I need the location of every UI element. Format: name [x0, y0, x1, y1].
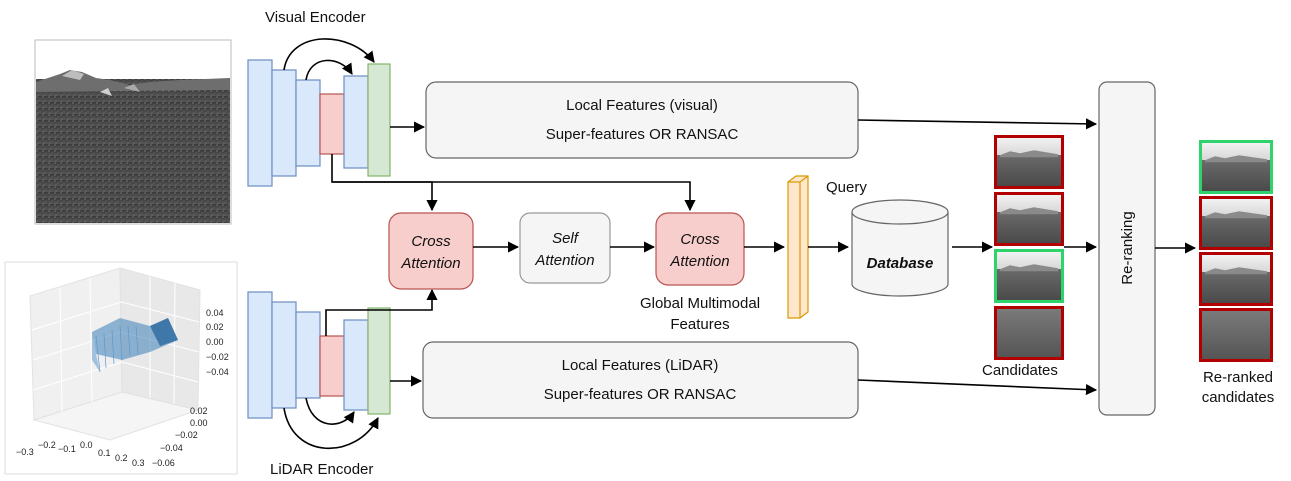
z-tick: −0.04 — [206, 367, 229, 377]
y-tick: −0.04 — [160, 443, 183, 453]
reranking-block: Re-ranking — [1098, 81, 1156, 416]
database-label: Database — [867, 255, 934, 272]
x-tick: −0.2 — [38, 440, 56, 450]
x-tick: 0.1 — [98, 448, 111, 458]
encoder-output — [367, 63, 391, 177]
encoder-layer — [295, 311, 321, 399]
candidate-list — [994, 135, 1064, 360]
point-cloud — [92, 318, 178, 373]
candidate-thumbnail-red — [1199, 196, 1273, 250]
cross-attention-2-line2: Attention — [669, 253, 729, 270]
encoder-layer — [295, 79, 321, 167]
x-tick: −0.3 — [16, 447, 34, 457]
candidate-thumbnail-red — [994, 135, 1064, 189]
x-tick: 0.2 — [115, 453, 128, 463]
cross-attention-1-line2: Attention — [400, 255, 460, 272]
encoder-layer — [247, 291, 273, 419]
global-features-line2: Features — [670, 316, 729, 333]
self-attention-line1: Self — [552, 230, 580, 247]
candidate-thumbnail-green — [1199, 140, 1273, 194]
candidate-thumbnail-red — [1199, 308, 1273, 362]
cross-attention-2: Cross Attention — [655, 212, 745, 286]
visual-input-image — [34, 39, 232, 225]
encoder-output — [367, 307, 391, 415]
candidates-label: Candidates — [982, 362, 1058, 379]
y-ticks: 0.02 0.00 −0.02 −0.04 −0.06 — [152, 406, 208, 468]
visual-encoder-title: Visual Encoder — [265, 9, 366, 26]
reranked-candidate-list — [1199, 140, 1273, 362]
y-tick: 0.02 — [190, 406, 208, 416]
encoder-layer — [247, 59, 273, 187]
reranking-label: Re-ranking — [1119, 211, 1136, 284]
y-tick: −0.06 — [152, 458, 175, 468]
self-attention: Self Attention — [519, 212, 611, 284]
x-tick: −0.1 — [58, 444, 76, 454]
candidate-thumbnail-red — [994, 306, 1064, 360]
local-features-lidar-method: Super-features OR RANSAC — [544, 386, 737, 403]
decoder-layer — [343, 319, 369, 411]
self-attention-line2: Attention — [534, 252, 594, 269]
local-features-visual-panel: Local Features (visual) Super-features O… — [425, 81, 859, 159]
z-ticks: 0.04 0.02 0.00 −0.02 −0.04 — [206, 308, 229, 377]
candidate-thumbnail-red — [1199, 252, 1273, 306]
encoder-layer — [271, 69, 297, 177]
global-features-line1: Global Multimodal — [640, 295, 760, 312]
encoder-bottleneck — [319, 93, 345, 155]
z-tick: 0.02 — [206, 322, 224, 332]
encoder-bottleneck — [319, 335, 345, 397]
y-tick: −0.02 — [175, 430, 198, 440]
reranked-label-line1: Re-ranked — [1203, 369, 1273, 386]
cross-attention-2-line1: Cross — [680, 231, 720, 248]
database-cylinder: Database — [851, 199, 949, 297]
query-label: Query — [826, 179, 867, 196]
x-tick: 0.0 — [80, 440, 93, 450]
local-features-lidar-panel: Local Features (LiDAR) Super-features OR… — [422, 341, 859, 419]
y-tick: 0.00 — [190, 418, 208, 428]
local-features-visual-title: Local Features (visual) — [566, 97, 718, 114]
cross-attention-1-line1: Cross — [411, 233, 451, 250]
candidate-thumbnail-red — [994, 192, 1064, 246]
visual-encoder — [247, 38, 391, 187]
z-tick: −0.02 — [206, 352, 229, 362]
z-tick: 0.00 — [206, 337, 224, 347]
lidar-encoder-title: LiDAR Encoder — [270, 461, 373, 478]
z-tick: 0.04 — [206, 308, 224, 318]
local-features-visual-method: Super-features OR RANSAC — [546, 126, 739, 143]
reranked-label-line2: candidates — [1202, 389, 1275, 406]
lidar-encoder — [247, 291, 391, 450]
local-features-lidar-title: Local Features (LiDAR) — [562, 357, 719, 374]
decoder-layer — [343, 75, 369, 169]
candidate-thumbnail-green — [994, 249, 1064, 303]
x-ticks: −0.3 −0.2 −0.1 0.0 0.1 0.2 0.3 — [16, 440, 145, 468]
x-tick: 0.3 — [132, 458, 145, 468]
query-vector — [787, 175, 809, 319]
lidar-input-plot: −0.3 −0.2 −0.1 0.0 0.1 0.2 0.3 0.02 0.00… — [4, 261, 238, 475]
cross-attention-1: Cross Attention — [388, 212, 474, 290]
encoder-layer — [271, 301, 297, 409]
